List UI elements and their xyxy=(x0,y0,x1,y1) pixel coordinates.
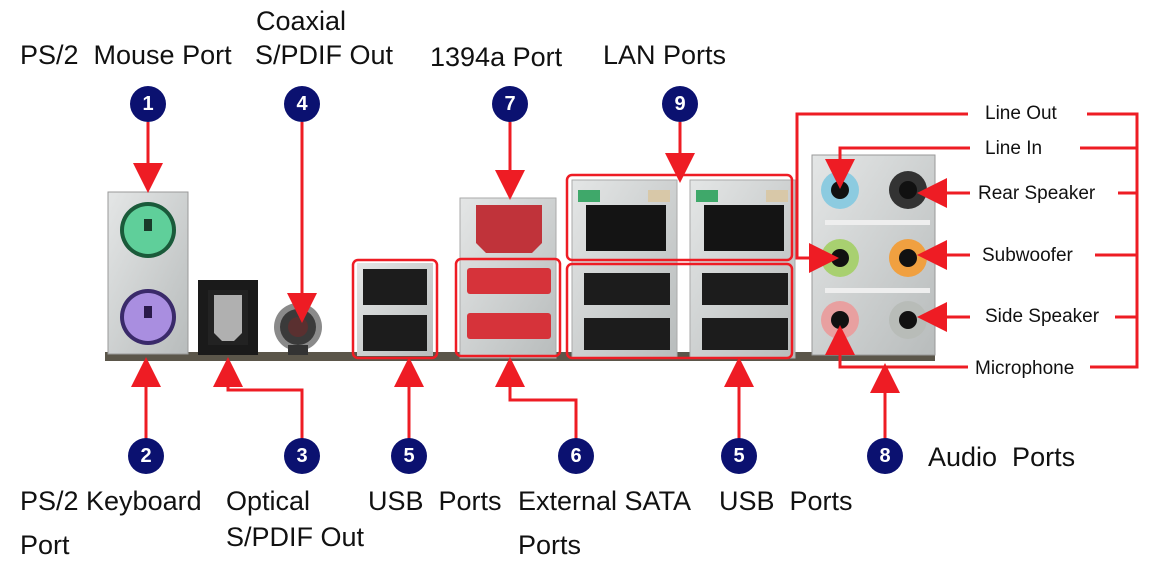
label-audio: Audio Ports xyxy=(928,442,1076,472)
callout-badge-7: 7 xyxy=(492,86,528,122)
ps2-ports xyxy=(107,191,189,355)
label-usb-1: USB Ports xyxy=(368,486,502,516)
ieee1394a-port xyxy=(476,205,542,253)
label-1394a: 1394a Port xyxy=(430,42,563,72)
callout-badge-3: 3 xyxy=(284,438,320,474)
label-coaxial-1: Coaxial xyxy=(256,6,347,36)
usb-port xyxy=(584,318,670,350)
audio-label-side-speaker: Side Speaker xyxy=(985,306,1100,327)
audio-label-line-in: Line In xyxy=(985,138,1043,159)
lan-port xyxy=(586,205,666,251)
label-lan: LAN Ports xyxy=(603,40,727,70)
callout-badge-6: 6 xyxy=(558,438,594,474)
esata-port xyxy=(467,313,551,339)
callout-badge-9: 9 xyxy=(662,86,698,122)
label-optical-1: Optical xyxy=(226,486,311,516)
audio-ports xyxy=(811,154,936,356)
audio-label-microphone: Microphone xyxy=(975,358,1075,379)
label-ps2-mouse: PS/2 Mouse Port xyxy=(20,40,232,70)
label-ps2-keyboard-2: Port xyxy=(20,530,70,560)
label-coaxial-2: S/PDIF Out xyxy=(255,40,394,70)
usb-port xyxy=(702,273,788,305)
usb-port xyxy=(584,273,670,305)
lan-usb-ports xyxy=(565,173,796,360)
usb-ports-1 xyxy=(351,258,439,360)
esata-port xyxy=(467,268,551,294)
label-esata-1: External SATA xyxy=(518,486,692,516)
optical-spdif-port xyxy=(198,280,258,355)
audio-label-line-out: Line Out xyxy=(985,103,1057,124)
callout-badge-5b: 5 xyxy=(721,438,757,474)
callout-badge-2: 2 xyxy=(128,438,164,474)
label-esata-2: Ports xyxy=(518,530,582,560)
callout-badge-1: 1 xyxy=(130,86,166,122)
audio-label-subwoofer: Subwoofer xyxy=(982,245,1073,266)
callout-arrows xyxy=(131,112,970,440)
usb-port xyxy=(702,318,788,350)
ieee1394-esata-ports xyxy=(454,197,562,359)
label-optical-2: S/PDIF Out xyxy=(226,522,365,552)
audio-bracket xyxy=(1080,112,1139,369)
callout-badge-5: 5 xyxy=(391,438,427,474)
label-ps2-keyboard-1: PS/2 Keyboard xyxy=(20,486,202,516)
audio-label-rear-speaker: Rear Speaker xyxy=(978,183,1096,204)
callout-badge-8: 8 xyxy=(867,438,903,474)
lan-port xyxy=(704,205,784,251)
callout-badge-4: 4 xyxy=(284,86,320,122)
label-usb-2: USB Ports xyxy=(719,486,853,516)
coaxial-spdif-port xyxy=(274,303,322,355)
